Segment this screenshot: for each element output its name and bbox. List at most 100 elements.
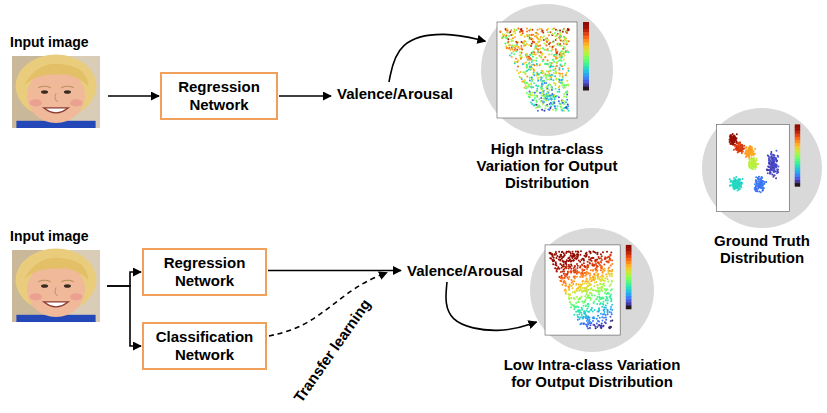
scatter-plot	[560, 107, 562, 109]
scatter-plot	[583, 312, 585, 314]
scatter-plot	[758, 186, 760, 188]
scatter-plot	[531, 76, 533, 78]
scatter-plot	[556, 62, 558, 64]
scatter-plot	[567, 105, 569, 107]
scatter-plot	[553, 72, 555, 74]
scatter-plot	[530, 82, 532, 84]
scatter-plot	[563, 43, 565, 45]
scatter-plot	[559, 32, 561, 34]
scatter-plot	[729, 143, 731, 145]
scatter-plot	[540, 97, 542, 99]
scatter-plot	[481, 4, 613, 136]
child-photo	[41, 90, 48, 94]
scatter-plot	[534, 45, 536, 47]
scatter-plot	[560, 60, 562, 62]
scatter-plot	[547, 31, 549, 33]
scatter-plot	[558, 86, 560, 88]
scatter-plot	[795, 183, 800, 187]
scatter-plot	[542, 60, 544, 62]
scatter-plot	[546, 91, 548, 93]
scatter-plot	[626, 245, 632, 249]
scatter-plot	[541, 109, 543, 111]
scatter-plot	[583, 36, 589, 40]
scatter-plot	[530, 58, 532, 60]
scatter-plot	[775, 167, 777, 169]
scatter-plot	[518, 72, 520, 74]
scatter-plot	[563, 95, 565, 97]
scatter-plot	[626, 286, 632, 290]
scatter-plot	[771, 165, 773, 167]
scatter-plot	[741, 144, 743, 146]
scatter-plot	[545, 44, 547, 46]
scatter-plot	[519, 48, 521, 50]
scatter-plot	[772, 168, 774, 170]
scatter-plot	[561, 65, 563, 67]
scatter-plot	[520, 41, 522, 43]
scatter-plot	[754, 188, 756, 190]
scatter-plot	[561, 109, 563, 111]
scatter-plot	[555, 109, 557, 111]
scatter-plot	[533, 64, 535, 66]
scatter-plot	[583, 63, 589, 67]
scatter-plot	[626, 283, 632, 287]
scatter-plot	[519, 31, 521, 33]
scatter-plot	[741, 148, 743, 150]
scatter-plot	[582, 283, 584, 285]
scatter-plot	[547, 84, 549, 86]
scatter-plot	[523, 63, 525, 65]
scatter-plot	[536, 63, 538, 65]
scatter-plot	[540, 77, 542, 79]
scatter-plot	[564, 39, 566, 41]
scatter-plot	[748, 157, 750, 159]
scatter-plot	[520, 58, 522, 60]
scatter-plot	[756, 181, 758, 183]
scatter-plot	[592, 276, 594, 278]
scatter-plot	[731, 138, 733, 140]
scatter-plot	[602, 303, 604, 305]
scatter-plot	[751, 165, 753, 167]
scatter-plot	[552, 59, 554, 61]
scatter-plot	[626, 270, 632, 274]
scatter-plot	[795, 131, 800, 135]
scatter-plot	[745, 146, 747, 148]
scatter-plot	[579, 318, 581, 320]
scatter-plot	[582, 280, 584, 282]
scatter-plot	[543, 82, 545, 84]
scatter-plot	[556, 105, 558, 107]
scatter-plot	[565, 293, 567, 295]
scatter-plot	[748, 155, 750, 157]
scatter-plot	[760, 181, 762, 183]
scatter-plot	[609, 296, 611, 298]
scatter-plot	[626, 261, 632, 265]
scatter-plot	[583, 282, 585, 284]
scatter-plot	[551, 97, 553, 99]
scatter-plot	[543, 80, 545, 82]
scatter-plot	[747, 151, 749, 153]
scatter-plot	[551, 87, 553, 89]
scatter-plot	[534, 48, 536, 50]
scatter-plot	[563, 51, 565, 53]
scatter-plot	[542, 102, 544, 104]
scatter-plot	[732, 138, 734, 140]
scatter-plot	[540, 51, 542, 53]
scatter-plot	[749, 158, 751, 160]
scatter-plot	[561, 45, 563, 47]
scatter-plot	[505, 37, 507, 39]
scatter-plot	[552, 33, 554, 35]
scatter-plot	[539, 38, 541, 40]
scatter-plot	[512, 34, 514, 36]
scatter-plot	[758, 183, 760, 185]
scatter-plot	[535, 60, 537, 62]
scatter-plot	[772, 154, 774, 156]
scatter-plot	[559, 75, 561, 77]
scatter-plot	[544, 56, 546, 58]
scatter-plot	[795, 143, 800, 147]
scatter-plot	[576, 289, 578, 291]
scatter-plot	[561, 275, 563, 277]
scatter-plot	[602, 320, 604, 322]
child-photo	[61, 280, 73, 281]
child-photo	[55, 93, 58, 101]
scatter-plot	[549, 70, 551, 72]
scatter-plot	[554, 32, 556, 34]
scatter-plot	[734, 187, 736, 189]
